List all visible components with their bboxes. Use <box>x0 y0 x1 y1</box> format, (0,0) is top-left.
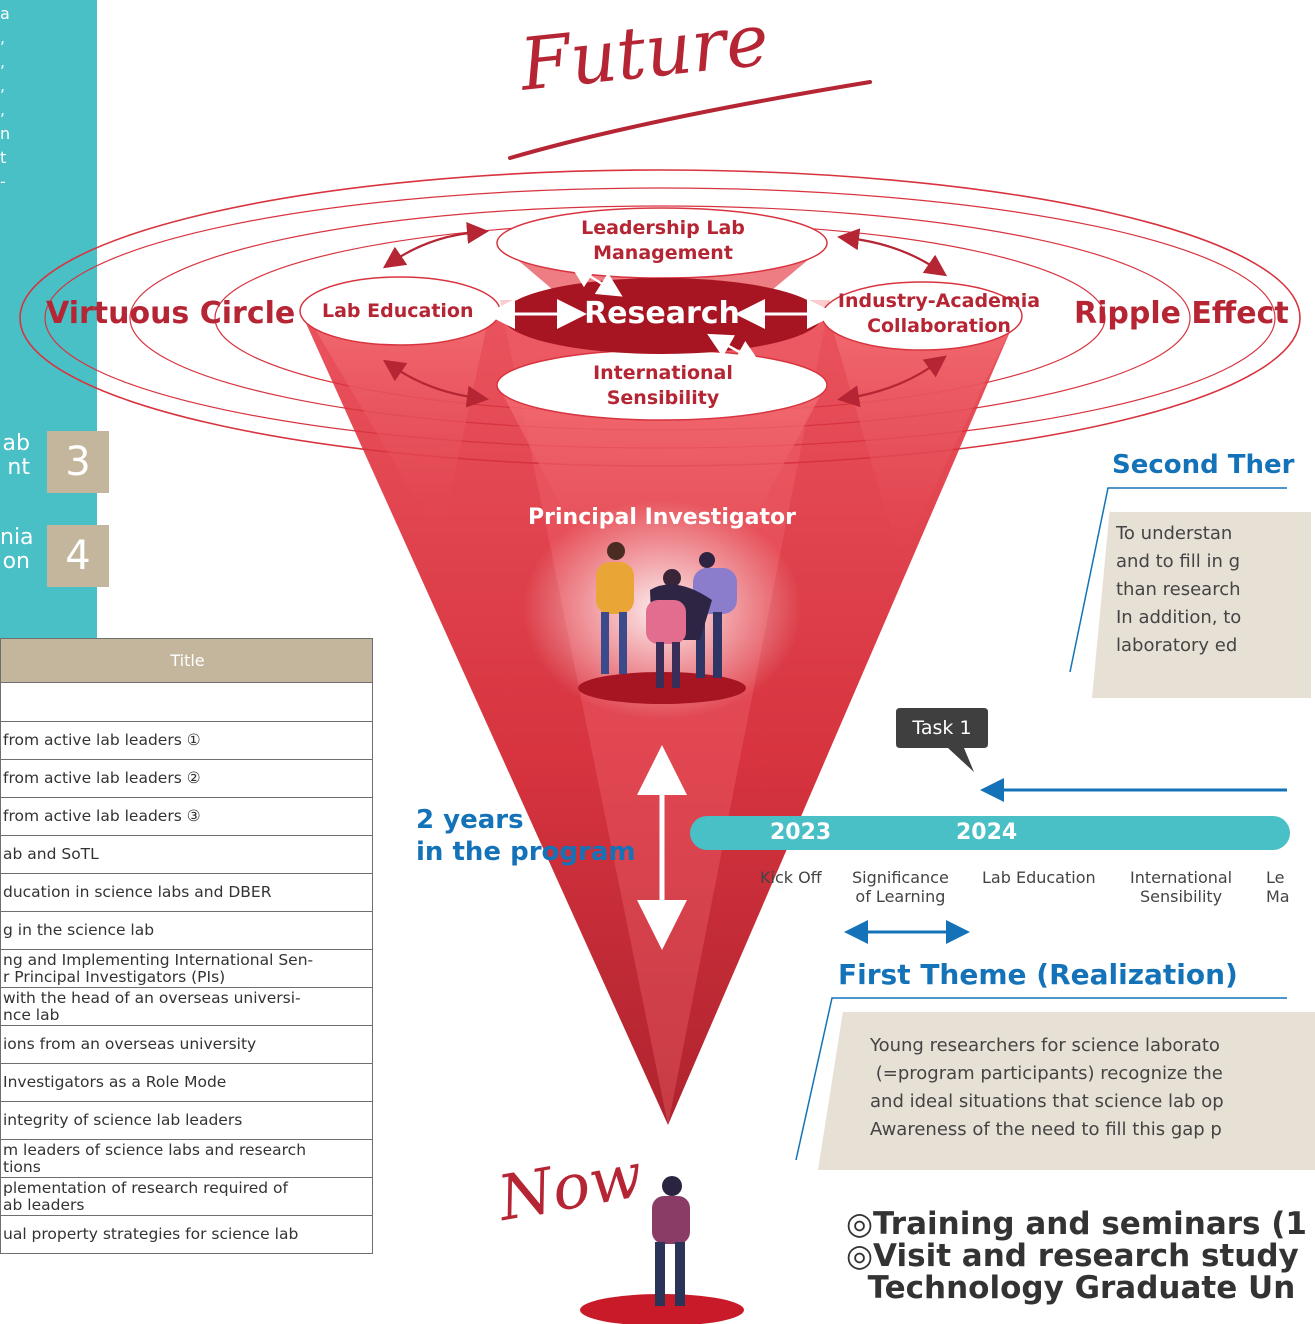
virtuous-circle-label: Virtuous Circle <box>46 296 296 331</box>
timeline-step-lab-education: Lab Education <box>982 868 1096 887</box>
table-cell-title: from active lab leaders ③ <box>0 797 373 836</box>
curve-arrow-br <box>837 355 947 408</box>
curve-arrow-tl <box>382 221 489 269</box>
table-row: from active lab leaders ① <box>0 721 373 760</box>
table-cell-title <box>0 682 373 722</box>
table-row: with the head of an overseas universi- n… <box>0 987 373 1026</box>
timeline-step-international: International Sensibility <box>1130 868 1233 906</box>
table-row: ng and Implementing International Sen- r… <box>0 949 373 988</box>
table-row: from active lab leaders ② <box>0 759 373 798</box>
bottom-line-2: ◎Visit and research study <box>846 1238 1299 1274</box>
table-row: ab and SoTL <box>0 835 373 874</box>
table-header-title: Title <box>0 638 373 683</box>
first-theme-frame <box>795 997 1287 1161</box>
timeline-step-kick-off: Kick Off <box>760 868 822 887</box>
now-person-illustration <box>652 1176 690 1306</box>
table-cell-title: from active lab leaders ② <box>0 759 373 798</box>
diagram-graphics <box>19 80 1301 1324</box>
ripple-effect-label: Ripple Effect <box>1074 296 1289 331</box>
first-theme-box: Young researchers for science laborato (… <box>818 1012 1315 1170</box>
table-cell-title: ual property strategies for science lab <box>0 1215 373 1254</box>
principal-investigator-label: Principal Investigator <box>528 505 796 530</box>
timeline-step-significance: Significance of Learning <box>852 868 949 906</box>
task-label: Task 1 <box>912 717 972 739</box>
table-cell-title: with the head of an overseas universi- n… <box>0 987 373 1026</box>
circle-right-label: Industry-Academia Collaboration <box>837 290 1041 337</box>
table-cell-title: ions from an overseas university <box>0 1025 373 1064</box>
table-cell-title: plementation of research required of ab … <box>0 1177 373 1216</box>
year-2023: 2023 <box>770 820 832 845</box>
table-row: m leaders of science labs and research t… <box>0 1139 373 1178</box>
now-platform <box>580 1294 744 1324</box>
sidebar-fragment-3: ab nt <box>2 431 30 480</box>
curve-arrow-bl <box>382 359 489 408</box>
second-theme-frame <box>1069 487 1287 673</box>
table-row: integrity of science lab leaders <box>0 1101 373 1140</box>
arrow-top-center <box>569 263 623 297</box>
first-theme-title: First Theme (Realization) <box>838 958 1238 991</box>
circle-center-label: Research <box>584 296 740 331</box>
circle-bottom-label: International Sensibility <box>593 362 733 409</box>
future-brush-underline <box>508 80 872 160</box>
arrow-bottom-center <box>707 333 761 365</box>
curve-arrow-tr <box>837 228 948 277</box>
table-row: ual property strategies for science lab <box>0 1215 373 1254</box>
table-cell-title: ducation in science labs and DBER <box>0 873 373 912</box>
bottom-line-1: ◎Training and seminars (1 <box>846 1206 1308 1242</box>
table-row: from active lab leaders ③ <box>0 797 373 836</box>
program-duration-label: 2 years in the program <box>416 805 636 867</box>
table-cell-title: Investigators as a Role Mode <box>0 1063 373 1102</box>
table-cell-title: ab and SoTL <box>0 835 373 874</box>
circle-left-label: Lab Education <box>322 300 474 322</box>
table-row: ions from an overseas university <box>0 1025 373 1064</box>
table-cell-title: ng and Implementing International Sen- r… <box>0 949 373 988</box>
second-theme-box: To understan and to fill in g than resea… <box>1092 512 1311 698</box>
timeline-bar <box>690 816 1290 850</box>
table-row <box>0 682 373 722</box>
task-bubble <box>896 708 988 772</box>
sidebar-number-3: 3 <box>47 431 109 493</box>
people-illustration <box>596 542 737 688</box>
table-cell-title: from active lab leaders ① <box>0 721 373 760</box>
table-cell-title: m leaders of science labs and research t… <box>0 1139 373 1178</box>
table-row: ducation in science labs and DBER <box>0 873 373 912</box>
table-row: plementation of research required of ab … <box>0 1177 373 1216</box>
table-cell-title: integrity of science lab leaders <box>0 1101 373 1140</box>
year-2024: 2024 <box>956 820 1018 845</box>
timeline-step-leadership: Le Ma <box>1266 868 1290 906</box>
sidebar-fragment-4: nia on <box>0 525 34 574</box>
table-row: Investigators as a Role Mode <box>0 1063 373 1102</box>
second-theme-title: Second Ther <box>1112 450 1295 480</box>
sidebar-number-4: 4 <box>47 525 109 587</box>
bottom-line-3: Technology Graduate Un <box>846 1270 1296 1306</box>
circle-top-label: Leadership Lab Management <box>581 217 745 264</box>
